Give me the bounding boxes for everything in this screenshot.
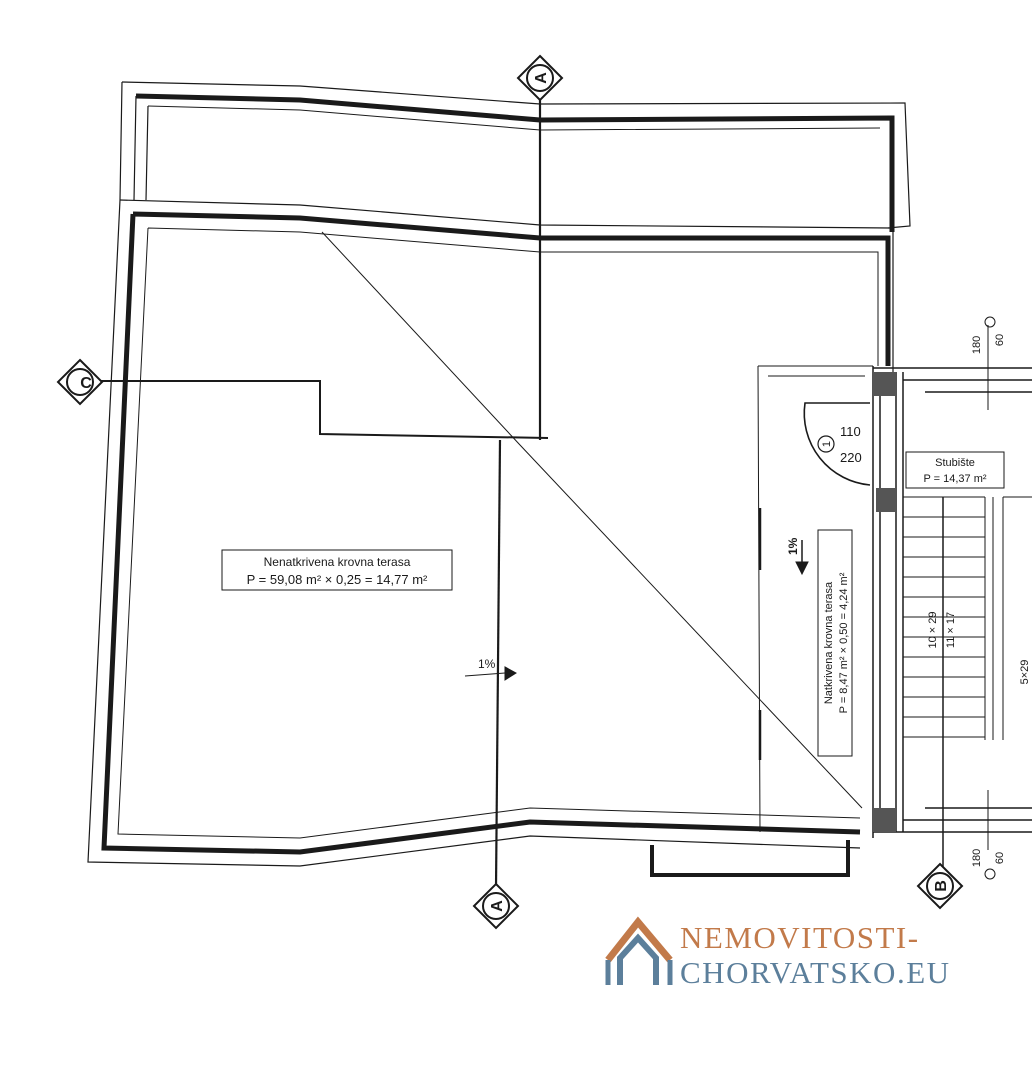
terrace-outer-left bbox=[87, 199, 861, 867]
watermark-house-icon bbox=[605, 916, 673, 985]
covered-terrace-label: Natkrivena krovna terasa bbox=[823, 581, 835, 704]
section-line-a-bottom bbox=[494, 439, 502, 889]
main-terrace-label-box bbox=[221, 549, 453, 591]
covered-terrace-formula: P = 8,47 m² × 0,50 = 4,24 m² bbox=[838, 572, 850, 713]
upper-roof-outline bbox=[121, 81, 911, 229]
window-dimension-top-1: 180 bbox=[971, 336, 983, 354]
stair-treads bbox=[903, 496, 1032, 740]
section-marker-a-bottom-circle bbox=[482, 892, 510, 920]
slope-arrow-main-head bbox=[504, 666, 517, 681]
door-swing bbox=[803, 402, 871, 486]
slope-label-covered: 1% bbox=[786, 537, 800, 555]
section-marker-a-top-circle bbox=[526, 64, 554, 92]
wall-block-mid bbox=[876, 488, 896, 512]
door-marker: 1 bbox=[821, 441, 833, 447]
section-marker-b-circle bbox=[926, 872, 954, 900]
upper-roof-inner bbox=[135, 93, 895, 232]
stairs-dimension-side: 5×29 bbox=[1019, 660, 1031, 685]
upper-roof-inner-thin bbox=[147, 105, 881, 131]
window-circle-top bbox=[984, 316, 996, 328]
covered-terrace-label-box bbox=[817, 529, 853, 757]
stairwell-walls bbox=[872, 366, 1032, 838]
planter-box bbox=[650, 840, 850, 877]
watermark-line-2: CHORVATSKO.EU bbox=[680, 955, 951, 990]
stairs-dimension-top: 10 × 29 bbox=[927, 611, 939, 648]
section-line-c bbox=[100, 380, 549, 439]
main-terrace-formula: P = 59,08 m² × 0,25 = 14,77 m² bbox=[247, 572, 428, 587]
wall-block-bottom bbox=[873, 808, 896, 832]
main-terrace-label: Nenatkrivena krovna terasa bbox=[264, 555, 411, 569]
window-dimension-bottom-1: 180 bbox=[971, 849, 983, 867]
terrace-outer-outline bbox=[119, 199, 894, 380]
section-marker-c: C bbox=[80, 375, 92, 392]
section-marker-c-circle bbox=[66, 368, 94, 396]
wall-block-top bbox=[873, 372, 896, 396]
slope-arrow-covered-head bbox=[795, 561, 809, 576]
slope-arrow-main bbox=[464, 672, 506, 677]
stairwell-formula: P = 14,37 m² bbox=[923, 473, 986, 485]
terrace-thick-wall bbox=[101, 211, 891, 855]
door-width: 110 bbox=[840, 424, 861, 439]
stairwell-label-box bbox=[905, 451, 1005, 489]
section-marker-a-top: A bbox=[533, 72, 550, 84]
stairwell-label: Stubište bbox=[935, 457, 975, 469]
upper-band-left bbox=[119, 81, 149, 201]
watermark-line-1: NEMOVITOSTI- bbox=[680, 920, 920, 955]
window-dimension-bottom-2: 60 bbox=[994, 852, 1006, 864]
window-circle-bottom bbox=[984, 868, 996, 880]
door-marker-circle bbox=[817, 435, 835, 453]
section-marker-b: B bbox=[933, 880, 950, 892]
window-dimension-top-2: 60 bbox=[994, 334, 1006, 346]
ridge-diagonal bbox=[321, 231, 863, 809]
slope-label-main: 1% bbox=[478, 657, 496, 671]
section-marker-a-bottom: A bbox=[489, 900, 506, 912]
door-height: 220 bbox=[840, 450, 862, 465]
stairs-dimension-bottom: 11 × 17 bbox=[945, 612, 957, 648]
